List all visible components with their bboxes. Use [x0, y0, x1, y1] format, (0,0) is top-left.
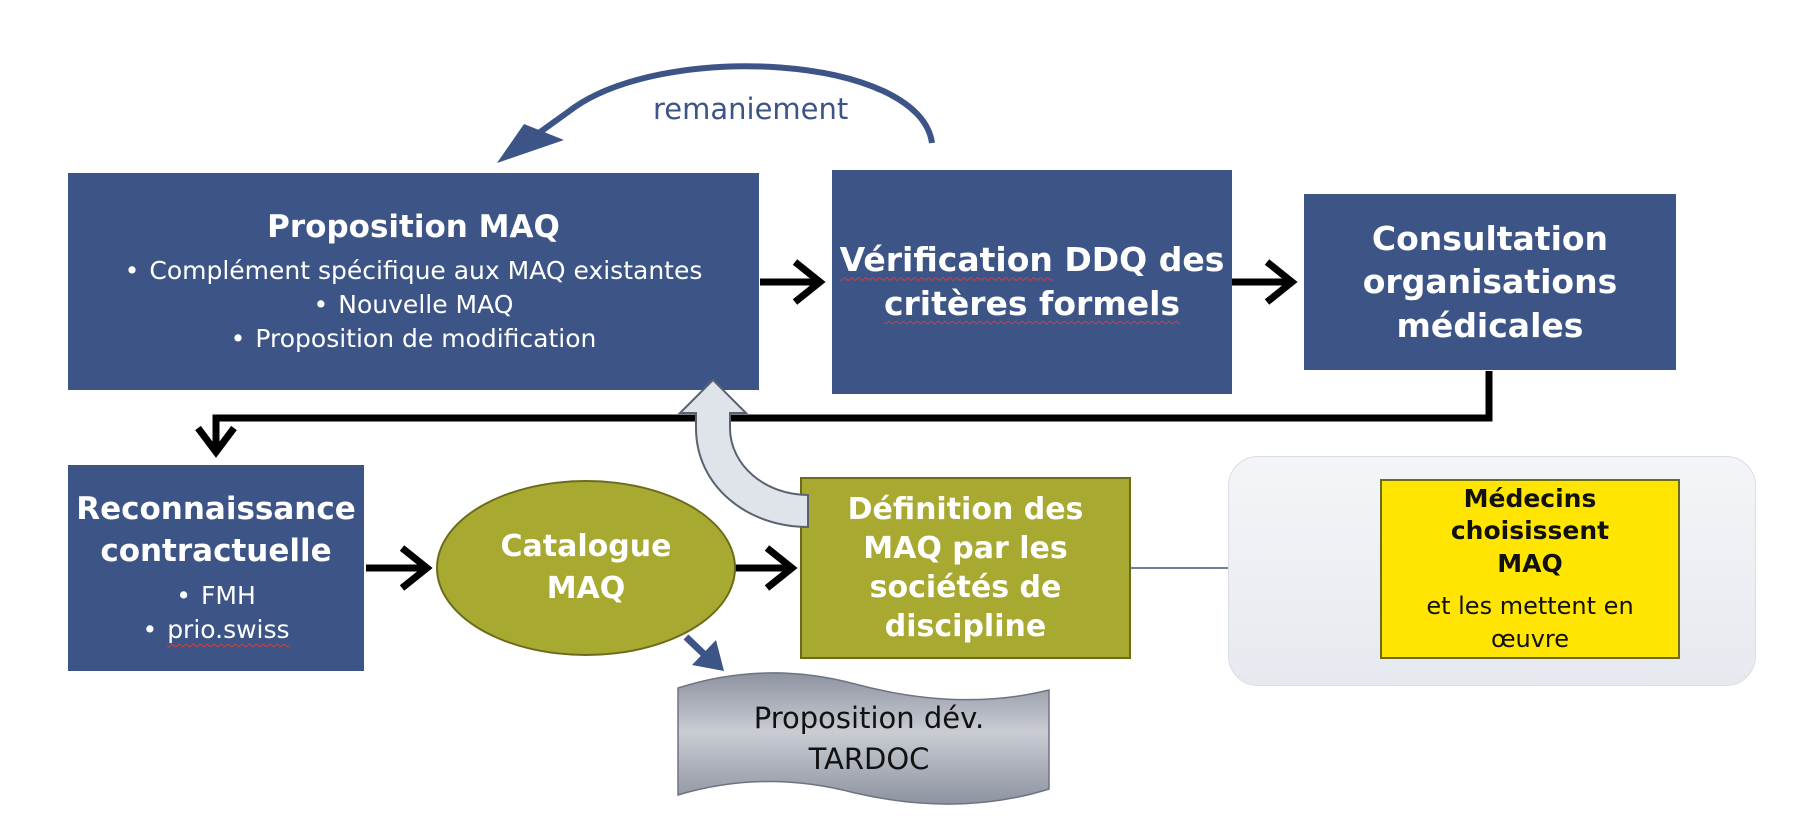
- reconnaissance-bullet: prio.swiss: [142, 613, 289, 647]
- verification-line1-rest: DDQ des: [1052, 240, 1225, 280]
- reconnaissance-bullets: FMH prio.swiss: [142, 579, 289, 647]
- arrow-consultation-to-reconnaissance: [195, 371, 1493, 458]
- doctors-title: Médecins choisissent MAQ: [1382, 483, 1678, 581]
- consultation-box: Consultation organisations médicales: [1304, 194, 1676, 370]
- consultation-line: Consultation: [1371, 218, 1609, 258]
- proposition-maq-box: Proposition MAQ Complément spécifique au…: [68, 173, 759, 390]
- definition-box: Définition des MAQ par les sociétés de d…: [800, 477, 1131, 659]
- arrow-proposition-to-verification: [760, 259, 826, 305]
- reconnaissance-title: Reconnaissance contractuelle: [76, 489, 356, 573]
- verification-line2: critères formels: [883, 284, 1181, 323]
- definition-title: Définition des MAQ par les sociétés de d…: [848, 490, 1084, 646]
- verification-box: Vérification DDQ des critères formels: [832, 170, 1232, 394]
- feedback-up-arrow: [677, 378, 809, 529]
- consultation-title: Consultation organisations médicales: [1363, 217, 1617, 348]
- reconnaissance-box: Reconnaissance contractuelle FMH prio.sw…: [68, 465, 364, 671]
- tardoc-text: Proposition dév. TARDOC: [684, 698, 1054, 781]
- reconnaissance-line: contractuelle: [100, 533, 332, 569]
- doctors-text: et les mettent en œuvre: [1426, 590, 1633, 655]
- proposition-title: Proposition MAQ: [267, 208, 560, 245]
- verification-word: Vérification: [839, 240, 1053, 280]
- arrow-reconnaissance-to-catalogue: [366, 545, 433, 591]
- proposition-bullets: Complément spécifique aux MAQ existantes…: [125, 254, 703, 356]
- consultation-line: médicales: [1396, 305, 1584, 345]
- catalogue-maq-ellipse: Catalogue MAQ: [436, 480, 736, 656]
- definition-line: sociétés de: [869, 570, 1062, 605]
- doctors-title-line: MAQ: [1497, 548, 1563, 578]
- reconnaissance-line: Reconnaissance: [76, 491, 356, 528]
- consultation-line: organisations: [1362, 262, 1618, 302]
- doctors-text-line: œuvre: [1490, 624, 1570, 653]
- tardoc-line: TARDOC: [808, 742, 930, 777]
- verification-title: Vérification DDQ des critères formels: [840, 238, 1225, 325]
- tardoc-line: Proposition dév.: [753, 701, 985, 735]
- rework-loop-arrow: [497, 63, 935, 163]
- definition-line: discipline: [884, 609, 1047, 644]
- prio-swiss-text: prio.swiss: [167, 614, 290, 644]
- arrow-catalogue-to-definition: [734, 545, 798, 591]
- arrow-verification-to-consultation: [1232, 259, 1298, 305]
- arrow-catalogue-to-tardoc: [683, 634, 724, 671]
- definition-line: Définition des: [847, 492, 1084, 527]
- doctors-text-line: et les mettent en: [1426, 592, 1634, 621]
- doctors-box: Médecins choisissent MAQ et les mettent …: [1380, 479, 1680, 659]
- reconnaissance-bullet: FMH: [142, 579, 289, 613]
- doctors-title-line: Médecins choisissent: [1450, 483, 1610, 546]
- proposition-bullet: Complément spécifique aux MAQ existantes: [125, 254, 702, 288]
- proposition-bullet: Nouvelle MAQ: [125, 288, 703, 322]
- proposition-bullet: Proposition de modification: [125, 322, 703, 356]
- catalogue-line: MAQ: [546, 571, 626, 606]
- rework-label: remaniement: [653, 92, 849, 126]
- catalogue-line: Catalogue: [500, 529, 672, 564]
- tardoc-document-shape: [677, 672, 1050, 805]
- definition-line: MAQ par les: [863, 531, 1068, 566]
